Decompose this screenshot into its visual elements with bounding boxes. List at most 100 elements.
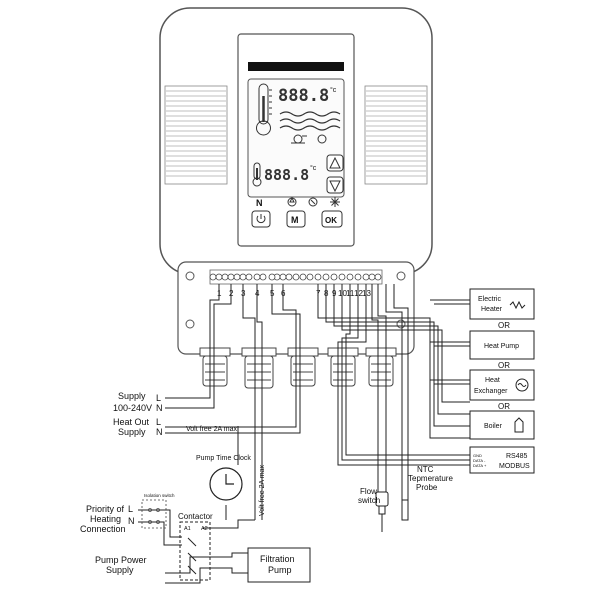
electric-heater-box: Electric Heater (469, 288, 535, 320)
heat-pump-box: Heat Pump (469, 330, 535, 360)
terminal-screw-icon (374, 273, 382, 281)
supply-N: N (156, 403, 163, 413)
terminal-screw-icon (279, 273, 287, 281)
terminal-screw-icon (292, 273, 300, 281)
rs485-data-plus: DATA + (473, 463, 487, 468)
terminal-screw-icon (330, 273, 338, 281)
right-heatsink (364, 85, 428, 185)
terminal-number: 13 (362, 289, 371, 298)
heat-out-label-2: Supply (118, 427, 146, 437)
electric-heater-label-1: Electric (478, 296, 501, 303)
heat-icon (308, 197, 318, 207)
house-icon (514, 417, 524, 433)
main-temp-readout: 888.8 (278, 86, 329, 106)
mode-letter: N (256, 198, 263, 208)
mode-button[interactable]: M (286, 210, 306, 228)
status-led-strip (248, 62, 344, 71)
cable-glands (199, 347, 397, 389)
up-button[interactable] (326, 154, 344, 172)
wires (138, 284, 470, 584)
pump-time-clock-label: Pump Time Clock (196, 455, 251, 462)
status-circle-icon (317, 134, 327, 144)
pump-power-label-1: Pump Power (95, 555, 147, 565)
terminal-screw-icon (299, 273, 307, 281)
thermometer-icon (256, 83, 272, 136)
arrow-down-icon (329, 180, 341, 193)
cable-gland (365, 347, 397, 387)
priority-label-2: Heating (90, 514, 121, 524)
ok-button[interactable]: OK (321, 210, 343, 228)
ok-button-label: OK (325, 216, 337, 225)
terminal-screw-icon (322, 273, 330, 281)
rs485-label-1: RS485 (506, 453, 528, 460)
heat-exchanger-box: Heat Exchanger (469, 369, 535, 401)
terminal-screw-icon (259, 273, 267, 281)
heat-exchanger-label-2: Exchanger (474, 388, 508, 395)
screw-icon (396, 319, 406, 329)
terminal-screw-icon (285, 273, 293, 281)
thermometer-small-icon (252, 162, 262, 187)
terminal-screw-icon (314, 273, 322, 281)
cable-gland (327, 347, 359, 387)
heat-out-N: N (156, 427, 163, 437)
or-label-3: OR (498, 402, 510, 411)
screw-icon (185, 319, 195, 329)
power-icon (256, 214, 266, 224)
contactor-icon (179, 521, 211, 581)
terminal-screw-icon (368, 273, 376, 281)
priority-label-1: Priority of (86, 504, 125, 514)
volt-free-horizontal: Volt free 2A max (186, 426, 237, 433)
terminal-number: 10 (338, 289, 347, 298)
ntc-label-1: NTC (417, 465, 434, 474)
pump-power-label-2: Supply (106, 565, 134, 575)
supply-label-2: 100-240V (113, 403, 152, 413)
heat-pump-label: Heat Pump (484, 343, 519, 350)
water-waves-icon (279, 111, 341, 131)
terminal-screw-icon (233, 273, 241, 281)
flow-switch-icon (375, 491, 389, 532)
rs485-gnd: GND (473, 453, 482, 458)
rs485-label-2: MODBUS (499, 463, 530, 470)
boiler-box: Boiler (469, 410, 535, 440)
screw-icon (396, 271, 406, 281)
ntc-label-2: Tepmerature (408, 474, 453, 483)
terminal-screw-icon (362, 273, 370, 281)
rs485-box: RS485 MODBUS GND DATA - DATA + (469, 446, 535, 474)
sub-temp-unit: °c (310, 164, 317, 172)
ntc-label-3: Probe (416, 483, 438, 492)
terminal-screw-icon (221, 273, 229, 281)
priority-N: N (128, 516, 135, 526)
or-label-2: OR (498, 361, 510, 370)
flow-switch-label-1: Flow (360, 487, 377, 496)
terminal-screw-icon (306, 273, 314, 281)
power-button[interactable] (251, 210, 271, 228)
terminal-number: 12 (354, 289, 363, 298)
contactor-A2: A2 (201, 526, 208, 532)
left-heatsink (164, 85, 228, 185)
terminal-screw-icon (338, 273, 346, 281)
flow-switch-label-2: switch (358, 496, 380, 505)
contactor-label: Contactor (178, 512, 213, 521)
terminal-screw-icon (227, 273, 235, 281)
pump-icon (291, 134, 307, 144)
mode-button-label: M (291, 215, 299, 225)
terminal-screw-icon (268, 273, 276, 281)
volt-free-vertical: Volt free 2A max (259, 465, 266, 516)
electric-heater-label-2: Heater (481, 306, 503, 313)
controller-unit: 888.8 °c 888.8 °c N (159, 7, 433, 275)
or-label-1: OR (498, 321, 510, 330)
down-button[interactable] (326, 176, 344, 194)
filtration-pump-label-2: Pump (268, 565, 292, 575)
supply-L: L (156, 393, 161, 403)
ntc-probe-icon (401, 499, 409, 521)
boiler-label: Boiler (484, 423, 503, 430)
priority-L: L (128, 504, 133, 514)
filtration-pump-box (247, 547, 311, 583)
terminal-screw-icon (354, 273, 362, 281)
rs485-data-minus: DATA - (473, 458, 486, 463)
isolation-switch-icon (141, 499, 167, 529)
filtration-pump-label-1: Filtration (260, 554, 295, 564)
isolation-switch-label: Isolation switch (144, 493, 175, 498)
